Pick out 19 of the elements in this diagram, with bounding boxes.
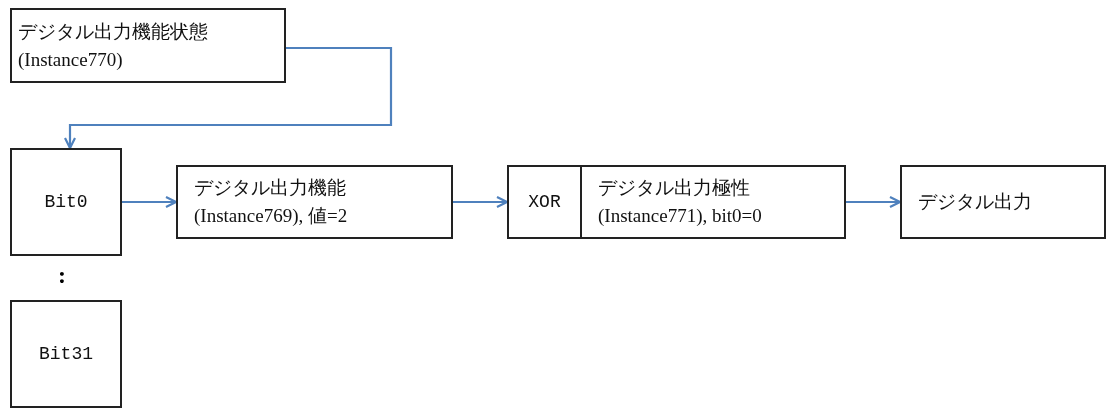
arrow — [63, 46, 393, 150]
process-box — [507, 165, 582, 239]
box-text: XOR — [528, 191, 561, 214]
box-text: デジタル出力極性 (Instance771), bit0=0 — [598, 176, 763, 228]
arrow — [122, 195, 178, 209]
process-box — [10, 300, 122, 408]
box-text: Bit0 — [44, 191, 88, 214]
process-box — [900, 165, 1106, 239]
process-box — [10, 8, 286, 83]
process-box — [580, 165, 846, 239]
process-box — [176, 165, 453, 239]
arrow — [453, 195, 509, 209]
ellipsis-text: : — [58, 262, 66, 289]
process-box — [10, 148, 122, 256]
box-text: Bit31 — [39, 343, 93, 366]
arrow — [846, 195, 902, 209]
box-text: デジタル出力 — [918, 190, 1032, 214]
box-text: デジタル出力機能 (Instance769), 値=2 — [194, 176, 349, 228]
box-text: デジタル出力機能状態 (Instance770) — [18, 19, 209, 72]
